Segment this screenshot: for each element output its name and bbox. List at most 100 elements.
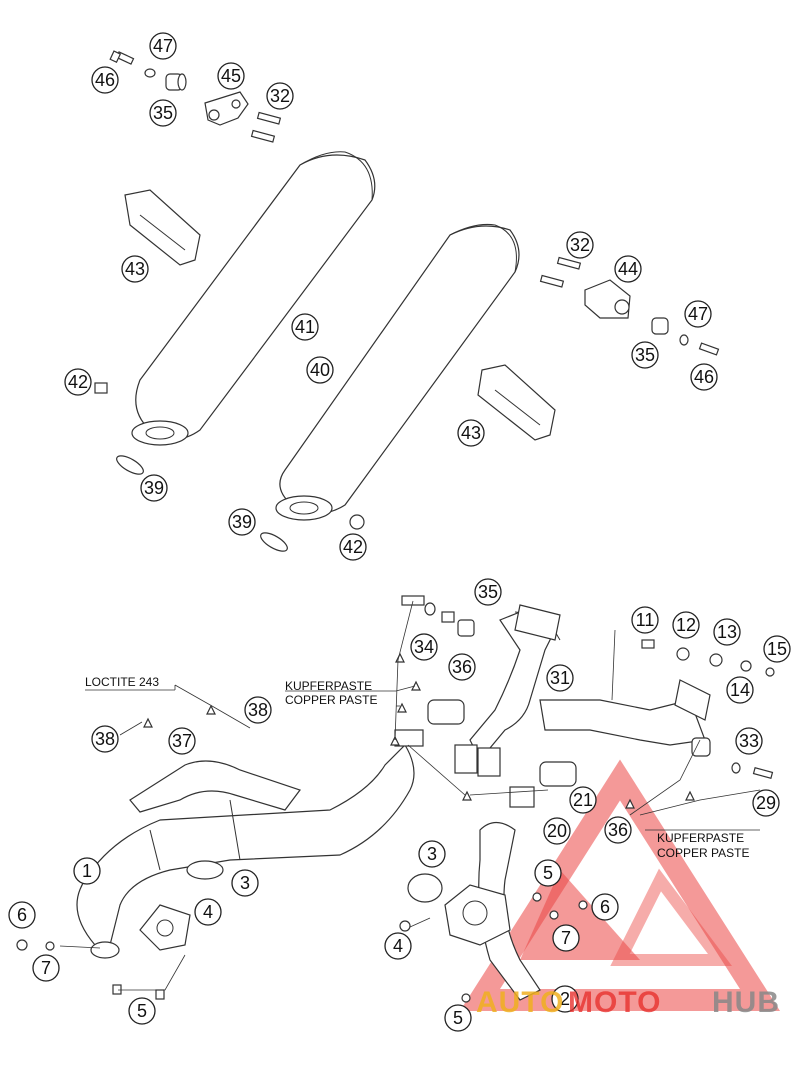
hardware-11-15	[641, 639, 775, 677]
loctite-note: LOCTITE 243	[85, 675, 159, 689]
svg-text:35: 35	[635, 345, 655, 365]
svg-text:44: 44	[618, 259, 638, 279]
callout-6-right: 6	[591, 893, 619, 921]
svg-text:7: 7	[41, 958, 51, 978]
svg-text:46: 46	[694, 367, 714, 387]
bushing-33	[691, 737, 711, 757]
svg-text:6: 6	[17, 905, 27, 925]
copper-paste-note-bottom: COPPER PASTE	[657, 846, 749, 860]
callout-45: 45	[217, 62, 245, 90]
sleeve-21-left	[427, 699, 465, 725]
callout-34: 34	[410, 633, 438, 661]
svg-text:43: 43	[125, 259, 145, 279]
callout-4-right: 4	[384, 932, 412, 960]
muffler-41	[131, 151, 376, 446]
flange-right-top	[514, 604, 561, 641]
gasket-3-left	[186, 860, 224, 880]
callout-33: 33	[735, 727, 763, 755]
callout-35-right: 35	[631, 341, 659, 369]
sleeve-21-right	[539, 761, 577, 787]
callout-39-right: 39	[228, 508, 256, 536]
svg-text:39: 39	[144, 478, 164, 498]
kupferpaste-note-top: KUPFERPASTE	[285, 679, 372, 693]
svg-text:3: 3	[240, 873, 250, 893]
washer-7-left	[45, 941, 55, 951]
nut-5-right-b	[461, 993, 471, 1003]
svg-text:36: 36	[452, 657, 472, 677]
callout-44: 44	[614, 255, 642, 283]
callout-43-right: 43	[457, 419, 485, 447]
nut-6-right	[578, 900, 588, 910]
callout-38-left: 38	[91, 725, 119, 753]
clamps-20	[394, 729, 535, 808]
svg-text:34: 34	[414, 637, 434, 657]
copper-paste-drops	[143, 652, 695, 809]
svg-text:AUTO: AUTO	[476, 986, 564, 1019]
callout-20: 20	[543, 817, 571, 845]
svg-text:6: 6	[600, 897, 610, 917]
bolt-46-right	[698, 342, 720, 356]
callout-5-right-bottom: 5	[444, 1004, 472, 1032]
bracket-43-right	[477, 364, 556, 441]
svg-text:42: 42	[68, 372, 88, 392]
svg-text:5: 5	[453, 1008, 463, 1028]
svg-text:47: 47	[688, 304, 708, 324]
stud-5-left-b	[155, 989, 165, 1000]
kupferpaste-note-bottom: KUPFERPASTE	[657, 831, 744, 845]
callout-3-left: 3	[231, 869, 259, 897]
bracket-45	[204, 91, 249, 126]
svg-text:13: 13	[717, 622, 737, 642]
svg-text:35: 35	[478, 582, 498, 602]
svg-text:11: 11	[636, 610, 655, 630]
callout-21: 21	[569, 786, 597, 814]
gasket-3-right	[407, 873, 443, 903]
callout-13: 13	[713, 618, 741, 646]
callout-46-top: 46	[91, 66, 119, 94]
bracket-44	[584, 279, 631, 319]
bracket-43-left	[124, 189, 201, 266]
svg-text:31: 31	[550, 668, 570, 688]
svg-text:2: 2	[560, 989, 570, 1009]
callout-6-left: 6	[8, 901, 36, 929]
svg-text:15: 15	[767, 639, 787, 659]
svg-text:1: 1	[82, 861, 92, 881]
nut-42-left	[94, 382, 108, 394]
automotohub-wordmark: AUTO MOTO HUB	[476, 986, 780, 1019]
stud-5-left-a	[112, 984, 122, 995]
svg-text:12: 12	[676, 615, 696, 635]
svg-text:3: 3	[427, 844, 437, 864]
svg-text:21: 21	[573, 790, 593, 810]
callout-42-left: 42	[64, 368, 92, 396]
svg-text:HUB: HUB	[712, 986, 780, 1019]
svg-text:32: 32	[570, 235, 590, 255]
copper-paste-note-top: COPPER PASTE	[285, 693, 377, 707]
svg-text:42: 42	[343, 537, 363, 557]
svg-text:7: 7	[561, 928, 571, 948]
washer-47-top	[144, 68, 156, 78]
svg-text:32: 32	[270, 86, 290, 106]
callout-7-right: 7	[552, 924, 580, 952]
svg-text:4: 4	[393, 936, 403, 956]
callout-41: 41	[291, 313, 319, 341]
bushing-35-top	[165, 73, 187, 91]
callout-32-right: 32	[566, 231, 594, 259]
callout-2: 2	[551, 985, 579, 1013]
washer-47-right	[679, 334, 689, 346]
svg-text:38: 38	[248, 700, 268, 720]
svg-text:29: 29	[756, 793, 776, 813]
washer-right-33	[731, 762, 741, 774]
svg-text:40: 40	[310, 360, 330, 380]
automotohub-logo	[459, 759, 781, 1011]
callout-47-right: 47	[684, 300, 712, 328]
callout-31: 31	[546, 664, 574, 692]
callout-12: 12	[672, 611, 700, 639]
bushing-35-right	[651, 317, 669, 335]
heat-shield-37	[129, 760, 301, 813]
callout-35-top: 35	[149, 99, 177, 127]
svg-text:5: 5	[543, 863, 553, 883]
callout-5-right-top: 5	[534, 859, 562, 887]
svg-text:MOTO: MOTO	[568, 986, 661, 1019]
svg-text:46: 46	[95, 70, 115, 90]
callout-4-left: 4	[194, 898, 222, 926]
svg-text:39: 39	[232, 512, 252, 532]
